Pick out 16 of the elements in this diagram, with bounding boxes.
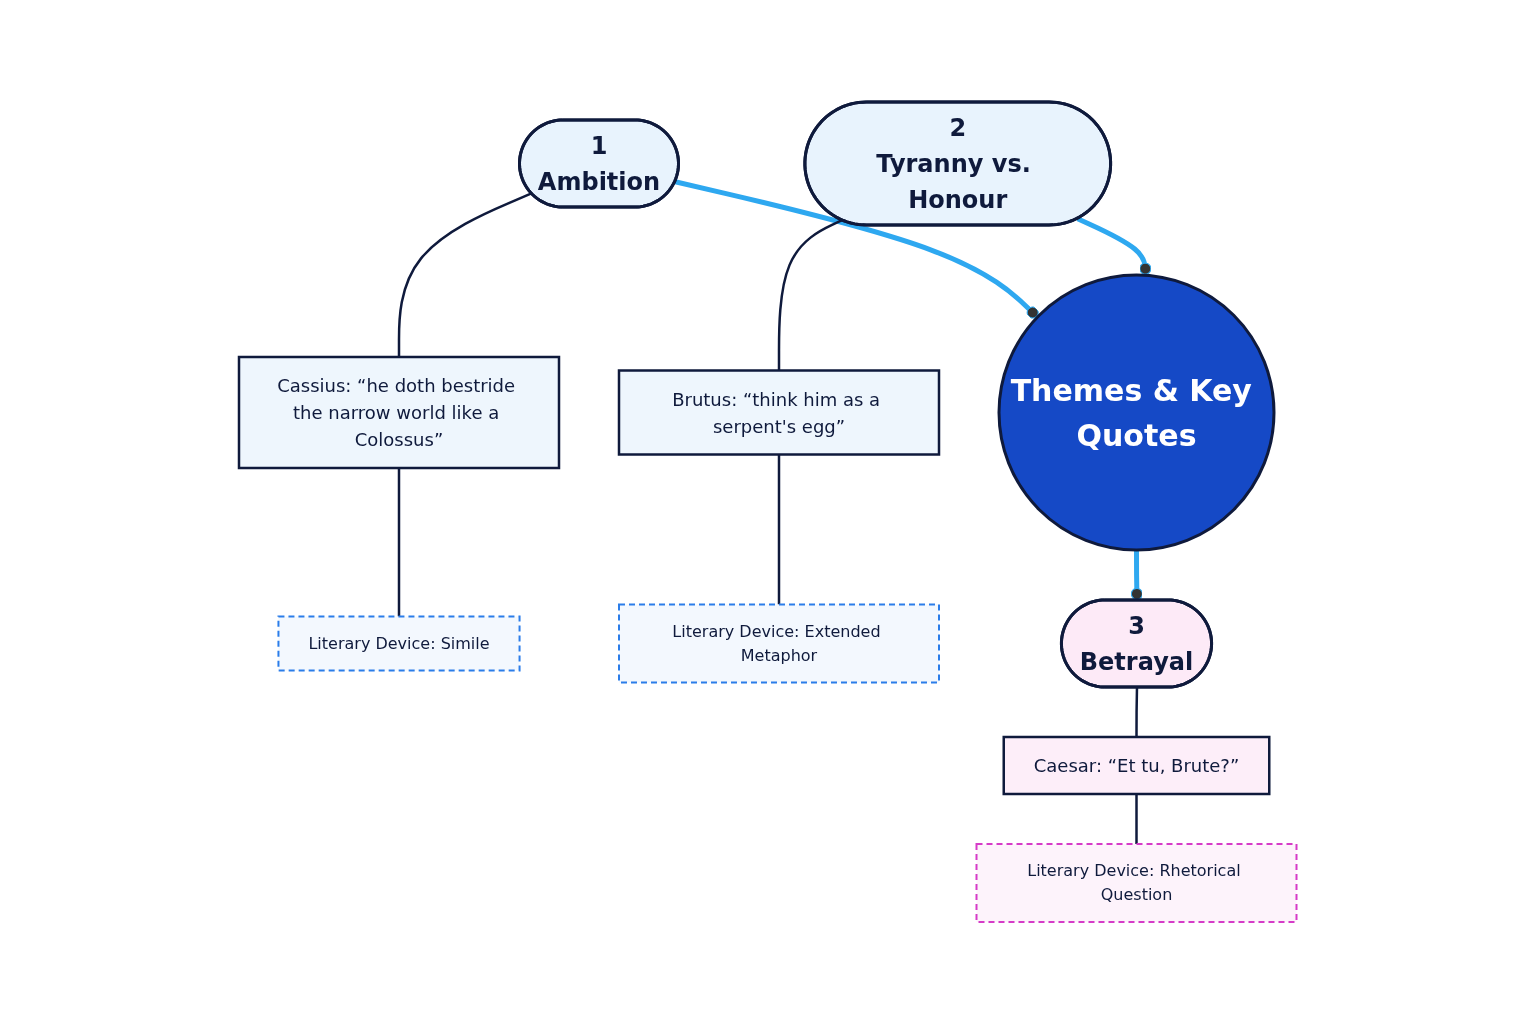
connector	[1135, 794, 1138, 844]
node-box: Caesar: “Et tu, Brute?”	[1002, 735, 1271, 796]
connector	[1135, 687, 1139, 737]
connector	[398, 192, 533, 357]
node-box: Literary Device: Rhetorical Question	[975, 843, 1298, 923]
connector	[778, 454, 781, 605]
connector	[778, 219, 843, 371]
node-box: Brutus: “think him as a serpent's egg”	[618, 369, 941, 456]
node-circle: Themes & Key Quotes	[997, 273, 1276, 552]
connector	[398, 468, 401, 617]
connector	[1131, 550, 1144, 601]
connector	[1076, 216, 1152, 276]
node-box: Cassius: “he doth bestride the narrow world like a Colossus”	[238, 355, 561, 470]
connector	[674, 179, 1040, 319]
node-box: Literary Device: Simile	[277, 615, 521, 672]
node-box: Literary Device: Extended Metaphor	[618, 603, 941, 684]
